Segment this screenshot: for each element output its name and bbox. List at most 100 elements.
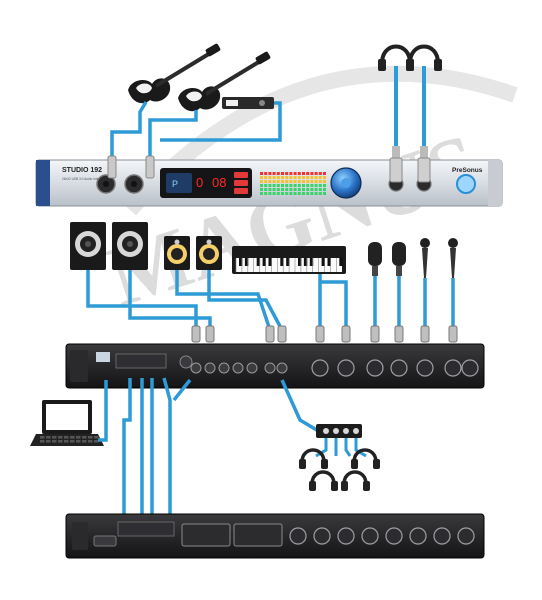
meter-led — [297, 184, 301, 187]
front-plug-2 — [145, 155, 155, 179]
meter-led — [310, 172, 314, 175]
wordclock-port[interactable] — [179, 355, 193, 369]
xlr-jack[interactable] — [444, 359, 462, 377]
meter-led — [318, 180, 322, 183]
meter-led — [272, 172, 276, 175]
button-red-1[interactable] — [234, 172, 248, 178]
xlr-jack[interactable] — [337, 359, 355, 377]
headphone-plug-2 — [417, 157, 431, 183]
meter-led — [314, 184, 318, 187]
xlr-jack[interactable] — [409, 527, 427, 545]
xlr-jack[interactable] — [337, 527, 355, 545]
meter-led — [264, 180, 268, 183]
model-sub-label: 26x32 USB 3.0 Audio Interface — [62, 177, 106, 181]
xlr-jack[interactable] — [313, 527, 331, 545]
button-red-2[interactable] — [234, 180, 248, 186]
cable-plug — [205, 325, 215, 343]
laptop-icon — [30, 400, 104, 446]
laptop-key — [58, 436, 63, 439]
adat-ports[interactable] — [115, 353, 167, 369]
meter-led — [323, 172, 326, 175]
db25-port-2[interactable] — [233, 523, 283, 547]
trs-jack[interactable] — [276, 362, 288, 374]
power-button[interactable] — [456, 174, 476, 194]
cable-plug — [370, 325, 380, 343]
headphones-icon — [406, 44, 442, 71]
meter-led — [281, 172, 284, 175]
meter-led — [281, 188, 284, 191]
usb-port[interactable] — [96, 352, 110, 362]
xlr-jack[interactable] — [461, 359, 479, 377]
meter-led — [310, 184, 314, 187]
rack-ear-right — [488, 160, 502, 206]
level-meters — [260, 172, 326, 195]
meter-led — [285, 188, 289, 191]
headphones-icon — [351, 448, 380, 469]
microphone-icon — [392, 242, 406, 276]
headphones-icon — [341, 470, 370, 491]
xlr-jack[interactable] — [366, 359, 384, 377]
microphones — [368, 238, 458, 278]
trs-jack[interactable] — [264, 362, 276, 374]
xlr-jack[interactable] — [416, 359, 434, 377]
meter-led — [306, 188, 310, 191]
button-red-3[interactable] — [234, 188, 248, 194]
xlr-jack[interactable] — [390, 359, 408, 377]
cable-plug — [191, 325, 201, 343]
db9-port[interactable] — [93, 535, 117, 547]
rear-xlr-row — [289, 527, 475, 545]
meter-led — [260, 180, 263, 183]
meter-led — [281, 192, 284, 195]
xlr-jack[interactable] — [385, 527, 403, 545]
link-cables — [122, 377, 321, 520]
db25-port-1[interactable] — [181, 523, 231, 547]
laptop-key — [88, 436, 93, 439]
meter-led — [293, 192, 297, 195]
xlr-jack[interactable] — [289, 527, 307, 545]
black-key — [309, 258, 314, 266]
meter-led — [302, 176, 305, 179]
xlr-jack[interactable] — [457, 527, 475, 545]
front-input-1-hole — [103, 181, 109, 187]
xlr-jack[interactable] — [311, 359, 329, 377]
meter-led — [285, 180, 289, 183]
microphone-icon — [420, 238, 430, 278]
trs-jack[interactable] — [218, 362, 230, 374]
meter-led — [293, 184, 297, 187]
meter-led — [276, 192, 280, 195]
laptop-key — [58, 440, 63, 443]
meter-led — [285, 184, 289, 187]
model-label: STUDIO 192 — [62, 167, 102, 174]
trs-jack[interactable] — [204, 362, 216, 374]
electric-guitar-icon — [178, 51, 271, 112]
trs-jack[interactable] — [190, 362, 202, 374]
adat-ports-2[interactable] — [117, 521, 175, 537]
meter-led — [268, 192, 272, 195]
microphone-icon — [448, 238, 458, 278]
headphone-splitter — [299, 424, 380, 491]
power-inlet-2 — [72, 522, 88, 550]
xlr-jack[interactable] — [433, 527, 451, 545]
meter-led — [306, 172, 310, 175]
meter-led — [260, 172, 263, 175]
meter-led — [302, 184, 305, 187]
black-key — [298, 258, 302, 266]
studio-monitor-icon — [196, 236, 222, 270]
trs-jack[interactable] — [246, 362, 258, 374]
meter-led — [260, 188, 263, 191]
meter-led — [272, 184, 276, 187]
meter-led — [323, 192, 326, 195]
xlr-jack[interactable] — [361, 527, 379, 545]
meter-led — [323, 184, 326, 187]
laptop-key — [70, 440, 75, 443]
meter-led — [260, 184, 263, 187]
laptop-key — [76, 440, 81, 443]
laptop-key — [70, 436, 75, 439]
meter-led — [293, 176, 297, 179]
trs-jack[interactable] — [232, 362, 244, 374]
meter-led — [306, 192, 310, 195]
cable-plug — [394, 325, 404, 343]
meter-led — [306, 180, 310, 183]
laptop-key — [52, 436, 57, 439]
